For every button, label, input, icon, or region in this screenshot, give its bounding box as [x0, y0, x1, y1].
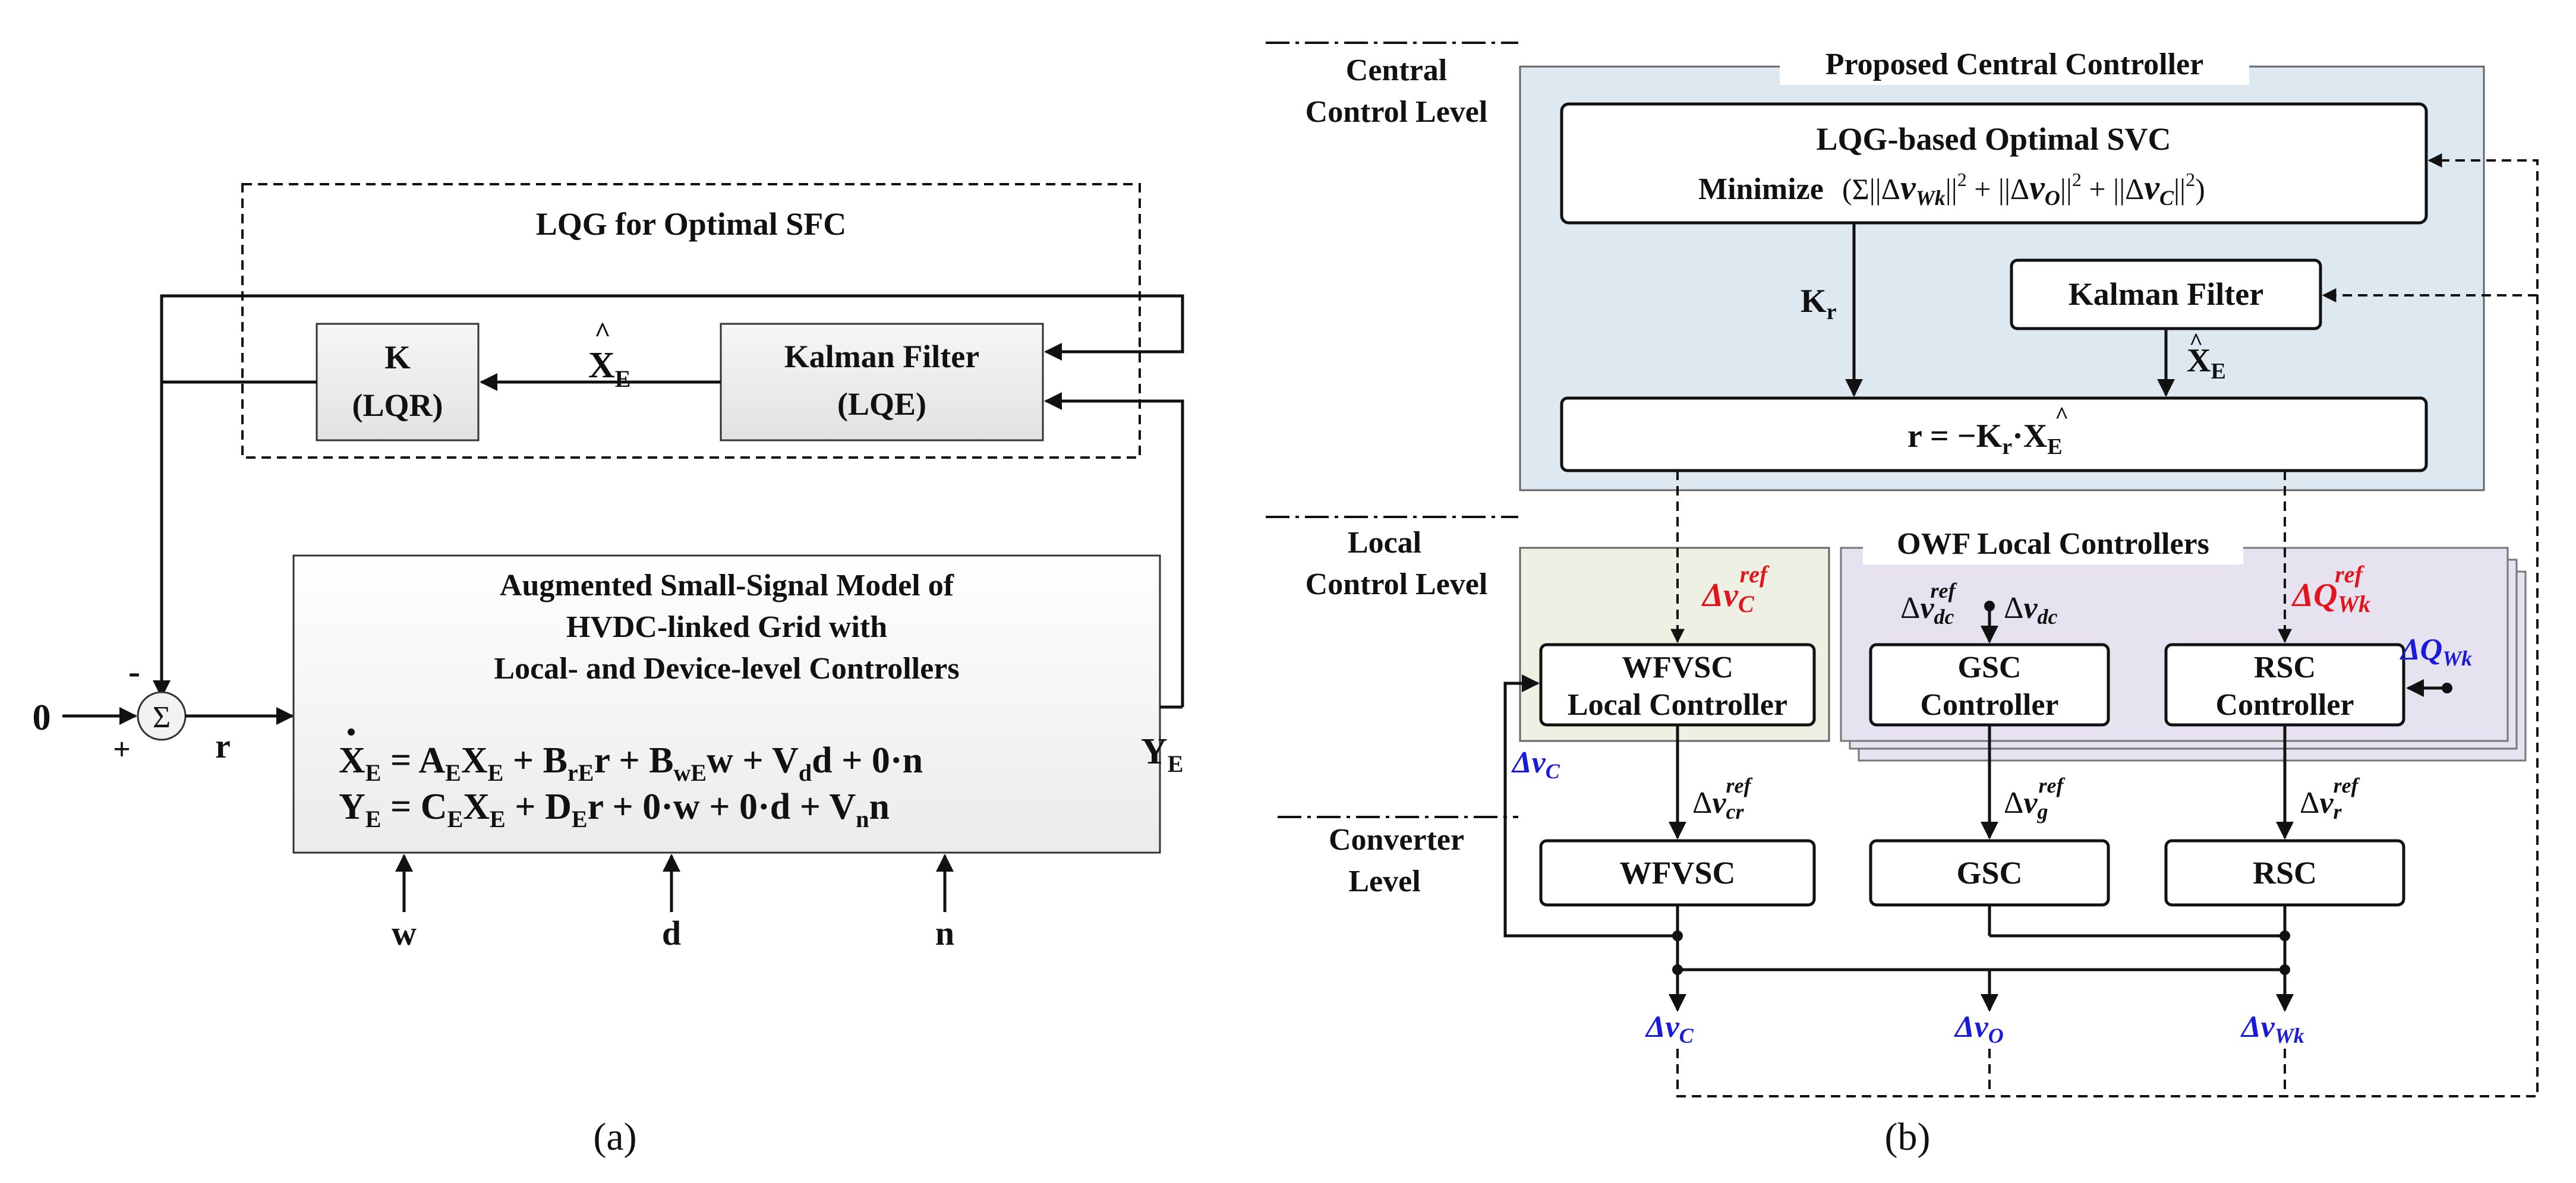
plus-sign: +	[113, 733, 131, 766]
panel-b: Central Control Level Local Control Leve…	[1266, 42, 2539, 1159]
xhat-e-label-b: XE	[2187, 342, 2226, 384]
central-title-bg	[1780, 45, 2249, 85]
central-level-line2: Control Level	[1306, 95, 1488, 129]
local-level-line2: Control Level	[1306, 567, 1488, 601]
r-eq-hat: ^	[2055, 402, 2069, 428]
k-lqr-box	[316, 323, 480, 441]
wfvsc-local-line1: WFVSC	[1622, 651, 1733, 684]
owf-title-bg	[1863, 523, 2243, 564]
lqg-title: LQG for Optimal SFC	[536, 206, 847, 242]
lqe-label: (LQE)	[837, 386, 926, 422]
model-title-line1: Augmented Small-Signal Model of	[500, 569, 954, 602]
model-title-line2: HVDC-linked Grid with	[566, 610, 887, 644]
r-feedback-line	[160, 294, 1184, 689]
caption-a: (a)	[593, 1115, 636, 1159]
node-vwk-2	[2279, 964, 2290, 975]
node-vc-1	[1672, 930, 1683, 941]
model-title-line3: Local- and Device-level Controllers	[494, 652, 959, 686]
owf-local-controllers-title: OWF Local Controllers	[1897, 527, 2209, 561]
vc-feedback-line	[1503, 674, 1679, 938]
caption-b: (b)	[1885, 1115, 1931, 1159]
kr-label: Kr	[1801, 283, 1837, 324]
minus-sign: -	[128, 652, 140, 691]
converter-level-line1: Converter	[1329, 823, 1464, 857]
output-equation: YE = CEXE + DEr + 0·w + 0·d + Vnn	[339, 787, 890, 832]
ye-feedback-line	[1044, 392, 1184, 707]
minimize-expression: (Σ||ΔvWk||2 + ||ΔvO||2 + ||ΔvC||2)	[1842, 168, 2205, 210]
lqg-svc-box	[1560, 102, 2428, 225]
node-vwk-1	[2279, 930, 2290, 941]
minimize-label: Minimize	[1698, 172, 1824, 206]
xdot-dot	[348, 728, 355, 736]
central-controller-title: Proposed Central Controller	[1825, 48, 2203, 81]
vcr-ref-label: Δvcrref	[1692, 774, 1753, 824]
ye-label: YE	[1141, 731, 1183, 777]
kalman-filter-label: Kalman Filter	[2069, 276, 2263, 312]
node-vc-2	[1672, 964, 1683, 975]
measurement-feedback-svc	[1676, 153, 2539, 1097]
output-vo-label: ΔvO	[1954, 1010, 2004, 1048]
state-equation: XE = AEXE + BrEr + BwEw + Vdd + 0·n	[339, 740, 923, 786]
panel-a: LQG for Optimal SFC K (LQR) Kalman Filte…	[33, 183, 1184, 1159]
augmented-model-box	[292, 554, 1161, 854]
xhat-e-label: XE	[588, 345, 630, 392]
r-equation-box	[1560, 396, 2428, 472]
qwk-label: ΔQWk	[2400, 633, 2472, 670]
gsc-controller-line2: Controller	[1921, 688, 2059, 722]
wfvsc-converter-label: WFVSC	[1619, 855, 1735, 891]
rsc-controller-line1: RSC	[2254, 651, 2316, 684]
d-label: d	[662, 914, 681, 952]
central-level-line1: Central	[1346, 53, 1447, 87]
rsc-converter-label: RSC	[2253, 855, 2317, 891]
lqg-svc-title: LQG-based Optimal SVC	[1816, 121, 2171, 157]
k-label: K	[384, 339, 411, 376]
gsc-controller-line1: GSC	[1958, 651, 2022, 684]
output-vc-label: ΔvC	[1645, 1010, 1694, 1048]
gsc-converter-label: GSC	[1956, 855, 2022, 891]
rsc-controller-line2: Controller	[2216, 688, 2354, 722]
vg-ref-label: Δvgref	[2004, 774, 2066, 824]
lqr-label: (LQR)	[352, 387, 443, 423]
lqg-dashed-region	[241, 183, 1141, 459]
w-label: w	[392, 914, 417, 952]
zero-input-label: 0	[33, 698, 51, 738]
output-vwk-label: ΔvWk	[2240, 1010, 2304, 1048]
kalman-lqe-box	[720, 323, 1044, 441]
r-equation: r = −Kr·XE	[1907, 418, 2063, 459]
sigma-symbol: Σ	[153, 701, 171, 734]
kalman-filter-label: Kalman Filter	[784, 339, 979, 374]
xhat-caret: ^	[594, 317, 611, 348]
r-label: r	[215, 727, 231, 765]
vc-feedback-label: ΔvC	[1511, 746, 1560, 783]
converter-level-line2: Level	[1348, 865, 1420, 898]
vr-ref-label: Δvrref	[2300, 774, 2360, 824]
n-label: n	[935, 914, 954, 952]
wfvsc-local-line2: Local Controller	[1568, 688, 1787, 722]
local-level-line1: Local	[1348, 526, 1421, 560]
xhat-caret-b: ^	[2189, 328, 2203, 355]
